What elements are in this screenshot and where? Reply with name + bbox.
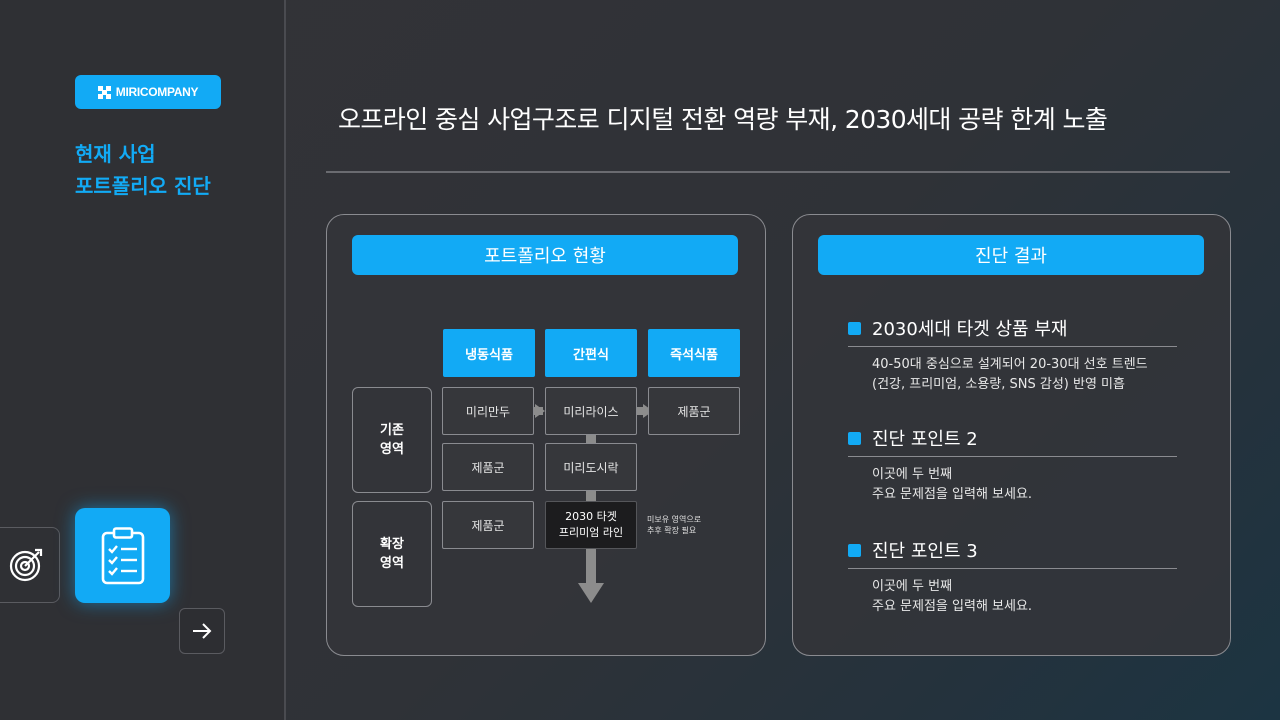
category-instant: 즉석식품 [648, 329, 740, 377]
section-title: 현재 사업 포트폴리오 진단 [75, 138, 211, 202]
category-convenience: 간편식 [545, 329, 637, 377]
row-label-expansion-text: 확장 영역 [380, 537, 404, 571]
bullet-square-icon [848, 432, 861, 445]
category-frozen: 냉동식품 [443, 329, 535, 377]
left-arrow-shaft [533, 407, 543, 415]
bullet-square-icon [848, 322, 861, 335]
diagnosis-item-body: 이곳에 두 번째 주요 문제점을 입력해 보세요. [872, 465, 1032, 505]
headline-divider [326, 171, 1230, 173]
section-title-line1: 현재 사업 [75, 142, 156, 166]
target-icon [9, 548, 43, 582]
clipboard-checklist-icon [101, 526, 144, 584]
nav-card-clipboard[interactable] [75, 508, 170, 603]
expansion-note-line2: 추후 확장 필요 [647, 526, 697, 535]
diagnosis-item-body: 이곳에 두 번째 주요 문제점을 입력해 보세요. [872, 577, 1032, 617]
portfolio-panel: 포트폴리오 현황 냉동식품 간편식 즉석식품 기존 영역 확장 영역 미리만두 … [326, 214, 766, 656]
diagnosis-item-body-line1: 이곳에 두 번째 [872, 579, 953, 594]
row-label-existing: 기존 영역 [352, 387, 432, 493]
down-arrow-head [578, 583, 604, 603]
diagnosis-panel: 진단 결과 2030세대 타겟 상품 부재 40-50대 중심으로 설계되어 2… [792, 214, 1231, 656]
cell-convenience-existing-1: 미리라이스 [545, 387, 637, 435]
diagnosis-item-body-line1: 40-50대 중심으로 설계되어 20-30대 선호 트렌드 [872, 357, 1148, 372]
expansion-note: 미보유 영역으로 추후 확장 필요 [647, 514, 701, 536]
logo-mark-icon [97, 85, 111, 99]
cell-convenience-existing-2: 미리도시락 [545, 443, 637, 491]
cell-instant-existing: 제품군 [648, 387, 740, 435]
section-title-line2: 포트폴리오 진단 [75, 174, 211, 198]
cell-expansion-line2: 프리미엄 라인 [558, 526, 624, 539]
portfolio-header: 포트폴리오 현황 [352, 235, 738, 275]
diagnosis-item-title: 진단 포인트 3 [872, 541, 978, 562]
cell-frozen-existing-1: 미리만두 [442, 387, 534, 435]
diagnosis-item-title: 2030세대 타겟 상품 부재 [872, 319, 1068, 340]
brand-logo: MIRICOMPANY [75, 75, 221, 109]
arrow-right-icon [193, 623, 212, 639]
right-arrow-shaft [637, 407, 645, 415]
bullet-square-icon [848, 544, 861, 557]
cell-frozen-existing-2: 제품군 [442, 443, 534, 491]
diagnosis-item-body-line2: (건강, 프리미엄, 소용량, SNS 감성) 반영 미흡 [872, 377, 1125, 392]
brand-name: MIRICOMPANY [115, 85, 199, 99]
cell-expansion-line1: 2030 타겟 [565, 510, 617, 523]
next-button[interactable] [179, 608, 225, 654]
row-label-expansion: 확장 영역 [352, 501, 432, 607]
diagnosis-item-rule [848, 568, 1177, 569]
diagnosis-item-body-line2: 주요 문제점을 입력해 보세요. [872, 599, 1033, 614]
page-headline: 오프라인 중심 사업구조로 디지털 전환 역량 부재, 2030세대 공략 한계… [338, 105, 1108, 134]
nav-card-target[interactable] [0, 527, 60, 603]
sidebar: MIRICOMPANY 현재 사업 포트폴리오 진단 [0, 0, 286, 720]
diagnosis-item-rule [848, 346, 1177, 347]
diagnosis-item-title: 진단 포인트 2 [872, 429, 978, 450]
cell-frozen-expansion: 제품군 [442, 501, 534, 549]
diagnosis-header: 진단 결과 [818, 235, 1204, 275]
diagnosis-item-rule [848, 456, 1177, 457]
cell-convenience-expansion: 2030 타겟 프리미엄 라인 [545, 501, 637, 549]
row-label-existing-text: 기존 영역 [380, 423, 404, 457]
diagnosis-item-body-line2: 주요 문제점을 입력해 보세요. [872, 487, 1033, 502]
expansion-note-line1: 미보유 영역으로 [647, 515, 702, 524]
diagnosis-item-body: 40-50대 중심으로 설계되어 20-30대 선호 트렌드 (건강, 프리미엄… [872, 355, 1148, 395]
diagnosis-item-body-line1: 이곳에 두 번째 [872, 467, 953, 482]
